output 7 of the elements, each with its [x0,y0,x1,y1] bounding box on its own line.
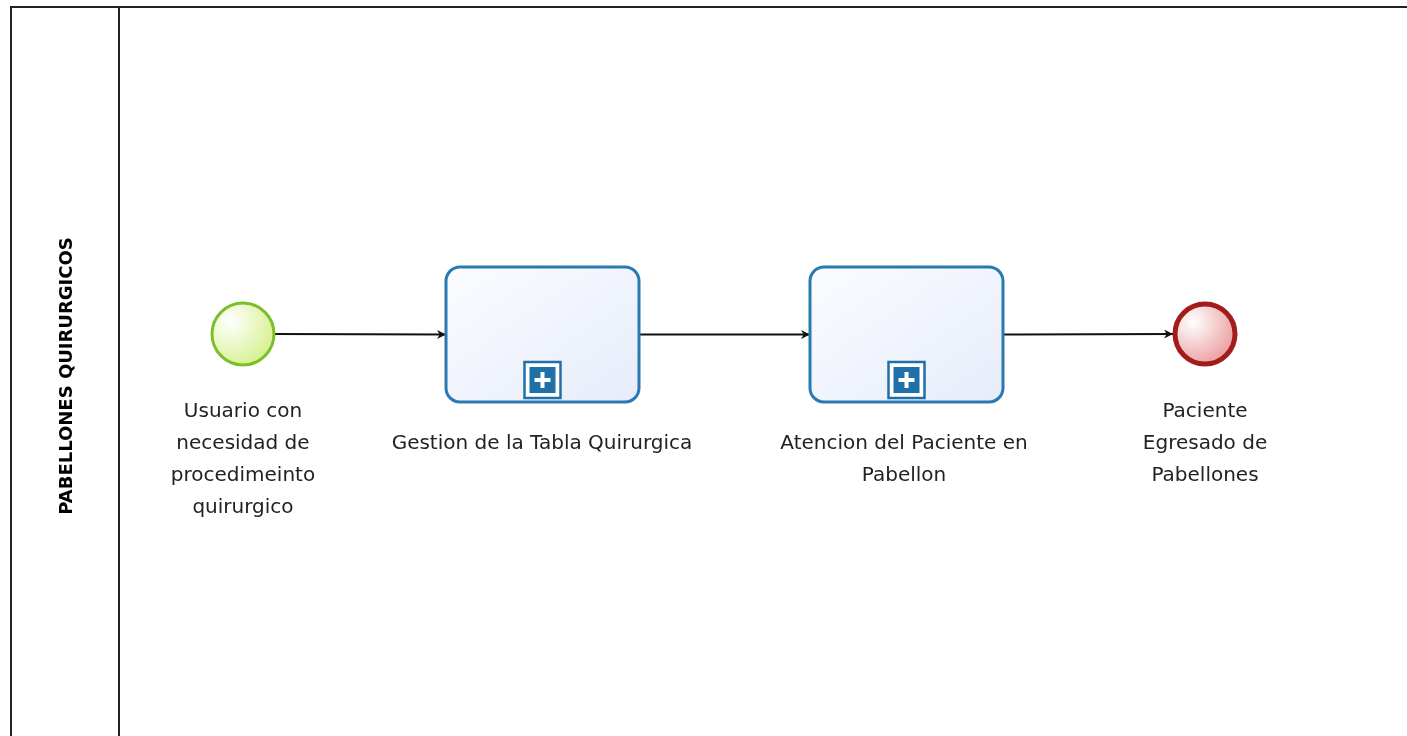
sequence-flow-arrow [274,329,447,339]
pool-lane [10,6,1407,736]
event-label: Usuario con necesidad de procedimeinto quirurgico [169,397,317,520]
subprocess-label: Gestion de la Tabla Quirurgica [390,429,694,456]
event-label: Paciente Egresado de Pabellones [1141,397,1269,488]
subprocess-label: Atencion del Paciente en Pabellon [779,429,1029,488]
lane-title: PABELLONES QUIRURGICOS [54,237,76,515]
